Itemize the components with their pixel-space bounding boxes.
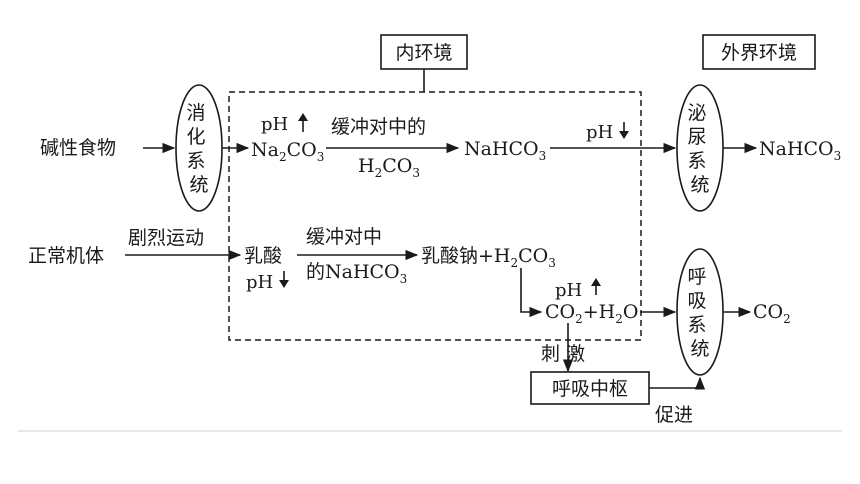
nahco3-out-label: NaHCO3 bbox=[759, 138, 841, 163]
urinary-system-label: 泌 尿 系 统 bbox=[687, 102, 712, 196]
stimulate-label: 刺 激 bbox=[541, 343, 585, 365]
external-env-label: 外界环境 bbox=[721, 42, 797, 64]
internal-env-label-box bbox=[380, 34, 468, 70]
co2-h2o-label: CO2+H2O bbox=[545, 301, 638, 326]
down-arrow-icon bbox=[279, 280, 289, 288]
na2co3-label: Na2CO3 bbox=[251, 139, 324, 164]
vigorous-exercise-label: 剧烈运动 bbox=[128, 227, 204, 249]
buffer-nahco3-label: 的NaHCO3 bbox=[306, 261, 407, 286]
digestive-system-label: 消 化 系 统 bbox=[186, 102, 211, 196]
respiratory-center-label: 呼吸中枢 bbox=[552, 378, 628, 400]
up-arrow-icon bbox=[591, 278, 601, 286]
alkaline-food-label: 碱性食物 bbox=[40, 137, 116, 159]
promote-label: 促进 bbox=[655, 404, 693, 426]
nahco3-label-1: NaHCO3 bbox=[464, 138, 546, 163]
co2-out-label: CO2 bbox=[753, 301, 791, 326]
internal-env-label: 内环境 bbox=[395, 42, 452, 64]
up-arrow-icon bbox=[298, 113, 308, 121]
ph-down-label-1: pH bbox=[586, 122, 613, 143]
buffer-mid-label: 缓冲对中 bbox=[306, 226, 382, 248]
down-arrow-icon bbox=[619, 131, 629, 139]
buffer-top-label: 缓冲对中的 bbox=[331, 116, 426, 138]
ph-down-label-2: pH bbox=[246, 272, 273, 293]
internal-env-boundary bbox=[228, 91, 642, 341]
normal-body-label: 正常机体 bbox=[28, 245, 104, 267]
respiratory-system-label: 呼 吸 系 统 bbox=[687, 266, 712, 360]
sodium-lactate-h2co3-label: 乳酸钠+H2CO3 bbox=[421, 245, 556, 270]
lactic-acid-label: 乳酸 bbox=[244, 245, 282, 267]
ph-up-label-2: pH bbox=[555, 280, 582, 301]
h2co3-label: H2CO3 bbox=[358, 155, 420, 180]
external-env-label-box bbox=[702, 34, 816, 70]
ph-up-label-1: pH bbox=[261, 114, 288, 135]
